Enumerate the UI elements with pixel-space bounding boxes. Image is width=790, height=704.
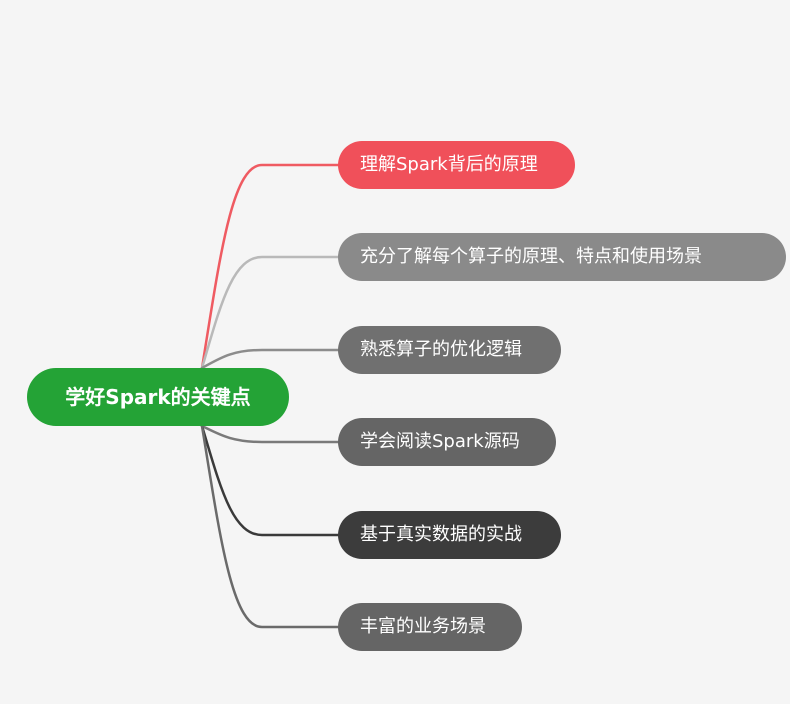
- branch-node-business-scenarios[interactable]: 丰富的业务场景: [338, 603, 522, 651]
- branch-node-operator-optimization[interactable]: 熟悉算子的优化逻辑: [338, 326, 561, 374]
- branch-node-operators[interactable]: 充分了解每个算子的原理、特点和使用场景: [338, 233, 786, 281]
- connector-line-1: [200, 255, 342, 370]
- connector-line-4: [200, 424, 342, 537]
- connector-line-2: [200, 348, 342, 370]
- connector-line-5: [200, 424, 342, 629]
- connector-line-0: [200, 163, 342, 370]
- branch-node-source-code[interactable]: 学会阅读Spark源码: [338, 418, 556, 466]
- root-topic-node[interactable]: 学好Spark的关键点: [27, 368, 289, 426]
- connector-line-3: [200, 424, 342, 444]
- branch-node-real-data-practice[interactable]: 基于真实数据的实战: [338, 511, 561, 559]
- branch-node-spark-principles[interactable]: 理解Spark背后的原理: [338, 141, 575, 189]
